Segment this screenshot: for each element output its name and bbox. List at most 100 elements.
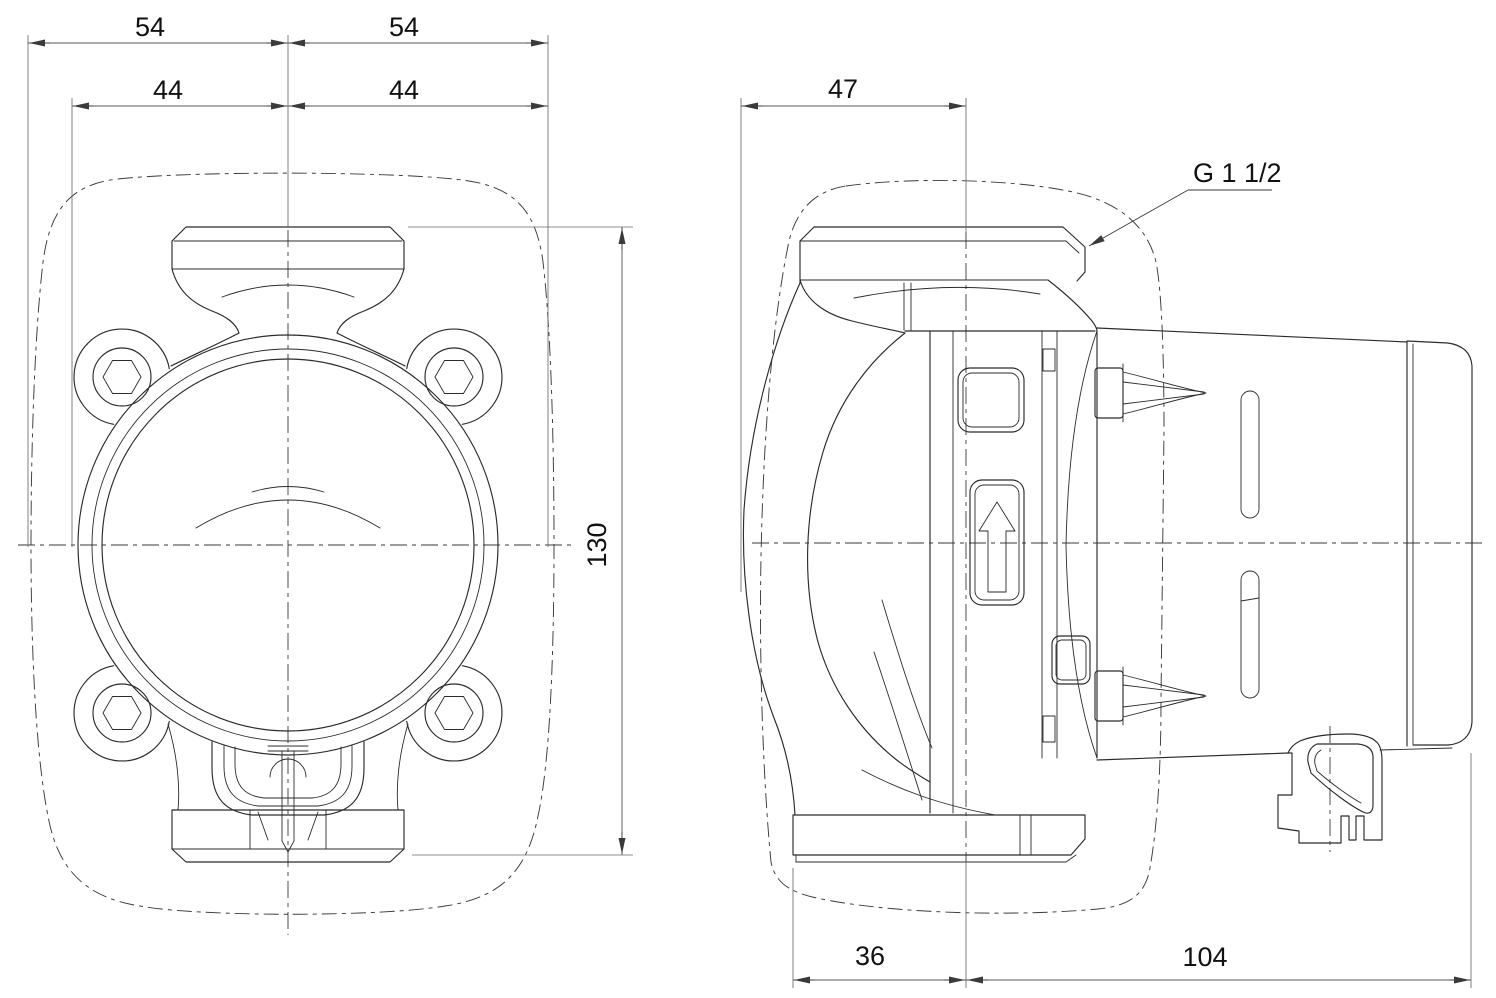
vent-slot-upper bbox=[1240, 390, 1260, 519]
cone-outline bbox=[1122, 371, 1207, 415]
hex-socket bbox=[434, 696, 474, 730]
motor-top-edge bbox=[1096, 327, 1408, 343]
endcap-outline bbox=[1406, 340, 1473, 746]
ear-to-base-left bbox=[167, 723, 180, 811]
front-dimension-extensions bbox=[27, 35, 633, 856]
neck-dome-arc bbox=[853, 286, 1041, 299]
housing-mid-circle bbox=[91, 348, 485, 742]
flange-rib-diag-right bbox=[307, 811, 319, 841]
thread-size-callout: G 1 1/2 bbox=[1088, 158, 1282, 247]
cone-outline bbox=[1122, 674, 1207, 718]
dim-label-36: 36 bbox=[855, 941, 885, 971]
bolt-head bbox=[1094, 367, 1124, 419]
side-dimension-extensions bbox=[740, 98, 1472, 988]
dimension-44-44: 44 44 bbox=[72, 75, 548, 110]
neck-right bbox=[1047, 279, 1098, 332]
flange-outline bbox=[171, 809, 405, 850]
dim-label-44-left: 44 bbox=[153, 75, 183, 105]
dimension-47: 47 bbox=[741, 74, 966, 110]
lower-recess bbox=[1051, 635, 1091, 685]
dim-label-47: 47 bbox=[828, 74, 858, 104]
dimension-130: 130 bbox=[582, 227, 626, 855]
volute-base-curve bbox=[861, 769, 996, 816]
hex-screw-bottom-left bbox=[92, 683, 152, 743]
volute-inner-arc bbox=[195, 499, 381, 529]
cone-inner-bottom bbox=[1122, 696, 1205, 708]
volute-rib-1 bbox=[881, 599, 933, 749]
hex-screw-top-right bbox=[424, 347, 484, 407]
cone-inner-top bbox=[1122, 684, 1205, 696]
hex-socket bbox=[102, 696, 142, 730]
flange-shoulder-right bbox=[336, 268, 405, 334]
pump-head-face bbox=[957, 330, 1091, 759]
side-view: 47 36 104 G 1 1/2 bbox=[740, 74, 1486, 988]
dim-label-54-right: 54 bbox=[389, 12, 419, 42]
mounting-foot-bracket bbox=[1277, 726, 1383, 852]
bracket-outline bbox=[1277, 733, 1383, 844]
bracket-cutout-inner bbox=[1314, 749, 1362, 804]
ear-to-base-right bbox=[396, 723, 409, 811]
volute-body-side bbox=[742, 282, 1096, 816]
flange-outline bbox=[792, 814, 1086, 856]
vent-slot-lower bbox=[1240, 570, 1260, 699]
volute-spiral bbox=[807, 332, 931, 783]
flange-base-line bbox=[795, 854, 1077, 863]
ear-bottom-right bbox=[406, 665, 503, 762]
screw-boss-circle bbox=[424, 683, 484, 743]
bottom-flange-side bbox=[792, 814, 1086, 863]
flange-plate-ears bbox=[73, 328, 503, 811]
flange-rib-diag-left bbox=[257, 811, 269, 841]
housing-outer-circle bbox=[77, 334, 499, 756]
cone-screw-lower bbox=[1094, 666, 1207, 726]
screw-boss-circle bbox=[424, 347, 484, 407]
flange-shoulder-left bbox=[171, 268, 240, 334]
cable-guide-yoke bbox=[211, 741, 365, 853]
flow-direction-arrow-icon bbox=[978, 501, 1016, 593]
ear-bottom-left bbox=[73, 665, 170, 762]
yoke-top-tab bbox=[269, 758, 307, 778]
housing-bore-circle bbox=[101, 358, 475, 732]
top-flange-side bbox=[799, 226, 1098, 334]
screw-boss-circle bbox=[92, 347, 152, 407]
cone-inner-bottom bbox=[1122, 393, 1205, 405]
hex-screw-top-left bbox=[92, 347, 152, 407]
flange-outline bbox=[799, 226, 1086, 284]
pump-housing-rings bbox=[77, 334, 499, 756]
yoke-mid-u bbox=[223, 744, 353, 807]
motor-bell-curve bbox=[1065, 330, 1098, 759]
clip-bottom bbox=[1042, 715, 1056, 743]
yoke-inner-u bbox=[234, 746, 342, 799]
dim-label-104: 104 bbox=[1182, 942, 1227, 972]
flow-arrow-panel-inner bbox=[974, 484, 1020, 601]
neck-left bbox=[799, 279, 906, 334]
yoke-outer-u bbox=[211, 741, 365, 816]
hex-socket bbox=[102, 360, 142, 394]
hub-arc bbox=[251, 486, 325, 493]
volute-rib-2 bbox=[873, 651, 923, 801]
leader-arrow bbox=[1088, 189, 1189, 247]
dimension-36-104: 36 104 bbox=[793, 941, 1471, 984]
ear-top-right bbox=[406, 328, 503, 425]
dimension-54-54: 54 54 bbox=[28, 12, 548, 47]
insulation-shell-outline-side bbox=[760, 179, 1165, 914]
vent-slot-chord bbox=[1240, 597, 1260, 602]
neck-to-ear-left bbox=[170, 332, 240, 367]
yoke-stem-tip bbox=[281, 840, 295, 853]
flow-arrow-panel bbox=[969, 479, 1025, 606]
upper-recess-inner bbox=[962, 372, 1020, 428]
clip-top bbox=[1042, 348, 1056, 372]
cone-inner-top bbox=[1122, 381, 1205, 393]
hex-screw-bottom-right bbox=[424, 683, 484, 743]
bottom-flange-front bbox=[171, 809, 405, 863]
ear-top-left bbox=[73, 328, 170, 425]
dim-label-54-left: 54 bbox=[135, 12, 165, 42]
neck-to-ear-right bbox=[336, 332, 406, 367]
bracket-cutout bbox=[1307, 743, 1374, 814]
front-view: 54 54 44 44 130 bbox=[18, 12, 633, 935]
cone-screw-upper bbox=[1094, 363, 1207, 423]
lower-recess-inner bbox=[1055, 639, 1087, 681]
neck-dome-arc bbox=[221, 284, 355, 298]
upper-recess bbox=[957, 367, 1025, 433]
motor-housing bbox=[1065, 327, 1473, 761]
